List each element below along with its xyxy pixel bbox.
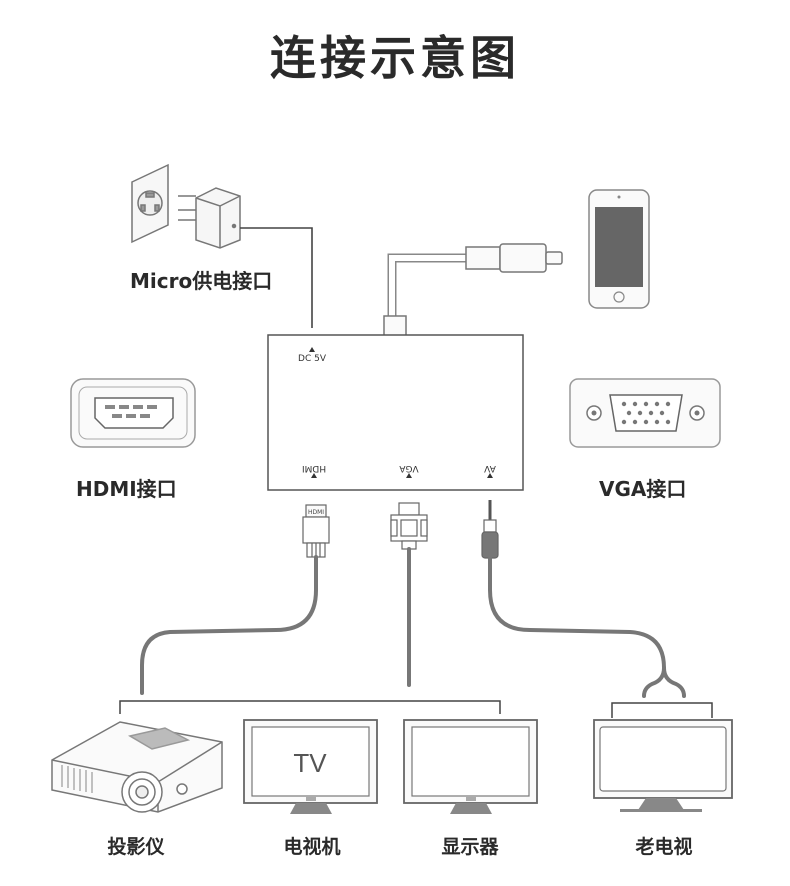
- hdmi-port-label: HDMI: [302, 463, 326, 473]
- dc-port-label: DC 5V: [298, 354, 327, 364]
- adapter-hub: DC 5V HDMI VGA AV: [267, 334, 524, 491]
- display-cables: [140, 547, 686, 698]
- vga-port-icon: [569, 378, 721, 448]
- hdmi-plug-icon: HDMI: [302, 504, 330, 558]
- power-adapter-icon: [178, 187, 241, 249]
- vga-port-title: VGA接口: [599, 477, 687, 501]
- old-tv-icon: [593, 719, 733, 812]
- monitor-icon: [403, 719, 538, 814]
- power-port-label: Micro供电接口: [130, 269, 273, 293]
- hdmi-port-icon: [70, 378, 196, 448]
- av-plug-icon: [481, 500, 499, 559]
- hdmi-plug-label: HDMI: [308, 509, 324, 516]
- hdmi-port-title: HDMI接口: [76, 477, 177, 501]
- vga-port-label: VGA: [399, 463, 419, 473]
- projector-icon: [51, 721, 223, 813]
- tv-icon: TV: [243, 719, 378, 814]
- tv-screen-label: TV: [293, 748, 327, 778]
- diagram-title: 连接示意图: [270, 31, 520, 85]
- power-cable: [240, 227, 313, 328]
- projector-label: 投影仪: [107, 836, 165, 858]
- monitor-label: 显示器: [441, 836, 499, 858]
- phone-icon: [588, 189, 650, 309]
- wall-socket-icon: [131, 163, 169, 244]
- tv-label: 电视机: [283, 836, 341, 858]
- bracket-lines: [119, 700, 713, 718]
- vga-plug-icon: [390, 502, 428, 550]
- av-port-label: AV: [483, 463, 496, 473]
- old-tv-label: 老电视: [635, 836, 693, 858]
- lightning-cable: [383, 243, 563, 337]
